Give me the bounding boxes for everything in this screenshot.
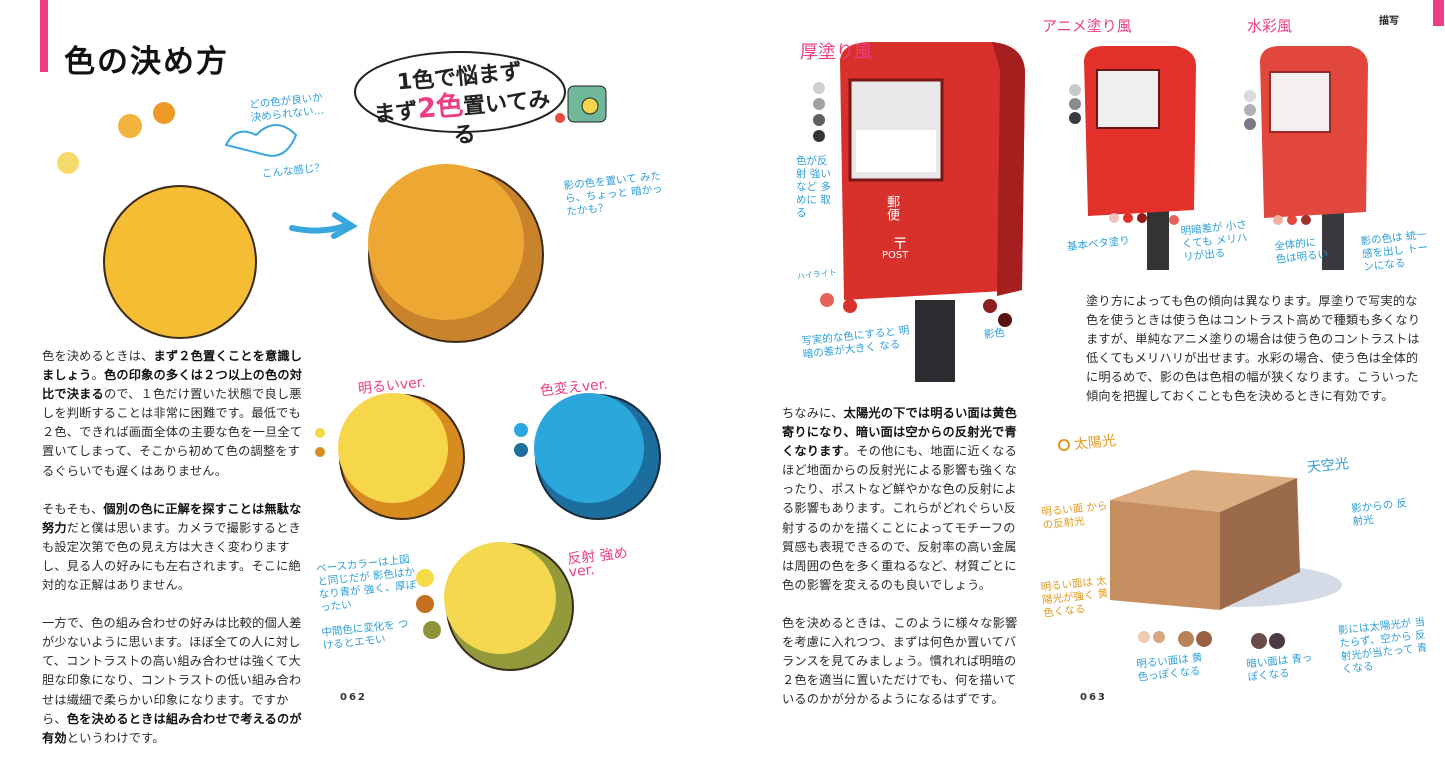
emphasis-text: まず２色置くことを意識しましょう bbox=[42, 349, 303, 383]
bubble-text-pre: まず bbox=[372, 98, 419, 128]
post-label: POST bbox=[882, 250, 909, 261]
paragraph: 色を決めるときは、まず２色置くことを意識しましょう。色の印象の多くは２つ以上の色… bbox=[42, 347, 304, 481]
left-body-text: 色を決めるときは、まず２色置くことを意識しましょう。色の印象の多くは２つ以上の色… bbox=[42, 347, 304, 767]
label-anime: アニメ塗り風 bbox=[1042, 17, 1132, 35]
page-number-left: 062 bbox=[340, 692, 367, 703]
label-watercolor: 水彩風 bbox=[1247, 17, 1293, 35]
note-low-contrast: 明暗差が 小さくても メリハリが出る bbox=[1180, 218, 1248, 264]
swatches-initial bbox=[57, 102, 175, 174]
reflection-version bbox=[416, 542, 574, 671]
color-change-version bbox=[514, 393, 661, 520]
anime-swatches bbox=[1069, 84, 1311, 225]
postbox-watercolor bbox=[1260, 46, 1368, 270]
color-circles-illustration bbox=[57, 51, 661, 671]
note-bright-side: 明るい面は 太陽光が強く 黄色くなる bbox=[1040, 574, 1109, 620]
brick-swatches bbox=[1138, 631, 1285, 649]
paragraph: ちなみに、太陽光の下では明るい面は黄色寄りになり、暗い面は空からの反射光で青くな… bbox=[782, 404, 1027, 595]
note-sun-reflect: 影には太陽光が 当たらず、空から 反射光が当たって 青くなる bbox=[1337, 615, 1428, 676]
body-text: 色を決めるときは、 bbox=[42, 349, 154, 363]
emphasis-text: 太陽光の下では明るい面は黄色寄りになり、暗い面は空からの反射光で青くなります bbox=[782, 406, 1018, 459]
two-color-circle bbox=[368, 164, 544, 343]
mascot-character bbox=[555, 85, 607, 123]
postbox-and-brick-illustration bbox=[813, 42, 1368, 649]
postbox-anime bbox=[1084, 46, 1196, 270]
bubble-accent: 2色 bbox=[416, 89, 465, 125]
note-shadow-color: 影色 bbox=[983, 326, 1006, 342]
thought-bubble-icon bbox=[224, 124, 298, 157]
emphasis-text: 個別の色に正解を探すことは無駄な努力 bbox=[42, 501, 302, 535]
body-text: 色を決めるときは、このように様々な影響を考慮に入れつつ、まずは何色か置いてバラン… bbox=[782, 615, 1018, 707]
label-impasto: 厚塗り風 bbox=[800, 42, 872, 63]
arrow-icon bbox=[289, 212, 358, 239]
section-accent-bar bbox=[1433, 0, 1444, 26]
accent-bar bbox=[40, 0, 48, 72]
paragraph: そもそも、個別の色に正解を探すことは無駄な努力だと僕は思います。カメラで撮影する… bbox=[42, 500, 304, 595]
right-page: 描写 bbox=[722, 0, 1444, 723]
postbox-impasto bbox=[840, 42, 1025, 382]
body-text: 塗り方によっても色の傾向は異なります。厚塗りで写実的な色を使うときは使う色はコン… bbox=[1086, 294, 1421, 404]
page-title: 色の決め方 bbox=[64, 44, 229, 80]
note-reflect-colors: 色が反射 強いなど 多めに 取る bbox=[796, 155, 831, 219]
body-text: ちなみに、 bbox=[782, 406, 844, 420]
impasto-swatches bbox=[813, 82, 1012, 327]
sun-icon bbox=[1058, 439, 1070, 451]
body-text: 一方で、色の組み合わせの好みは比較的個人差が少ないように思います。ほぼ全ての人に… bbox=[42, 616, 302, 726]
paragraph: 塗り方によっても色の傾向は異なります。厚塗りで写実的な色を使うときは使う色はコン… bbox=[1086, 292, 1426, 407]
note-shadow-tone: 影の色は 統一感を出し トーンになる bbox=[1360, 228, 1429, 274]
left-page: 色の決め方 bbox=[0, 0, 722, 745]
post-kanji: 郵便 bbox=[884, 195, 899, 221]
bright-version bbox=[315, 393, 465, 520]
right-body-text-bottom: ちなみに、太陽光の下では明るい面は黄色寄りになり、暗い面は空からの反射光で青くな… bbox=[782, 404, 1027, 728]
body-text: ので、１色だけ置いた状態で良し悪しを判断することは非常に困難です。最低でも２色、… bbox=[42, 387, 303, 478]
bubble-text: 1色で悩まず まず2色置いてみる bbox=[369, 56, 556, 157]
brick-illustration bbox=[1110, 470, 1342, 610]
note-base-color: ベースカラーは上図 と同じだが 影色はかなり青が 強く、厚ぼったい bbox=[315, 553, 417, 615]
post-mark: 〒 bbox=[892, 234, 909, 253]
body-text: 。 bbox=[91, 368, 104, 383]
emphasis-text: 色の印象の多くは２つ以上の色の対比で決まる bbox=[42, 368, 303, 402]
speech-bubble bbox=[354, 51, 566, 133]
paragraph: 一方で、色の組み合わせの好みは比較的個人差が少ないように思います。ほぼ全ての人に… bbox=[42, 614, 304, 748]
body-text: だと僕は思います。カメラで撮影するときも設定次第で色の見え方は大きく変わりますし… bbox=[42, 520, 301, 593]
body-text: 。その他にも、地面に近くなるほど地面からの反射光による影響も強くなったり、ポスト… bbox=[782, 444, 1017, 592]
page-number-right: 063 bbox=[1080, 692, 1107, 703]
bubble-text-post: 置いてみる bbox=[452, 87, 552, 149]
body-text: というわけです。 bbox=[66, 730, 165, 745]
body-text: そもそも、 bbox=[42, 501, 104, 516]
section-tag: 描写 bbox=[1379, 16, 1399, 27]
right-body-text-top: 塗り方によっても色の傾向は異なります。厚塗りで写実的な色を使うときは使う色はコン… bbox=[1086, 292, 1426, 426]
paragraph: 色を決めるときは、このように様々な影響を考慮に入れつつ、まずは何色か置いてバラン… bbox=[782, 614, 1027, 709]
single-color-circle bbox=[103, 185, 257, 339]
